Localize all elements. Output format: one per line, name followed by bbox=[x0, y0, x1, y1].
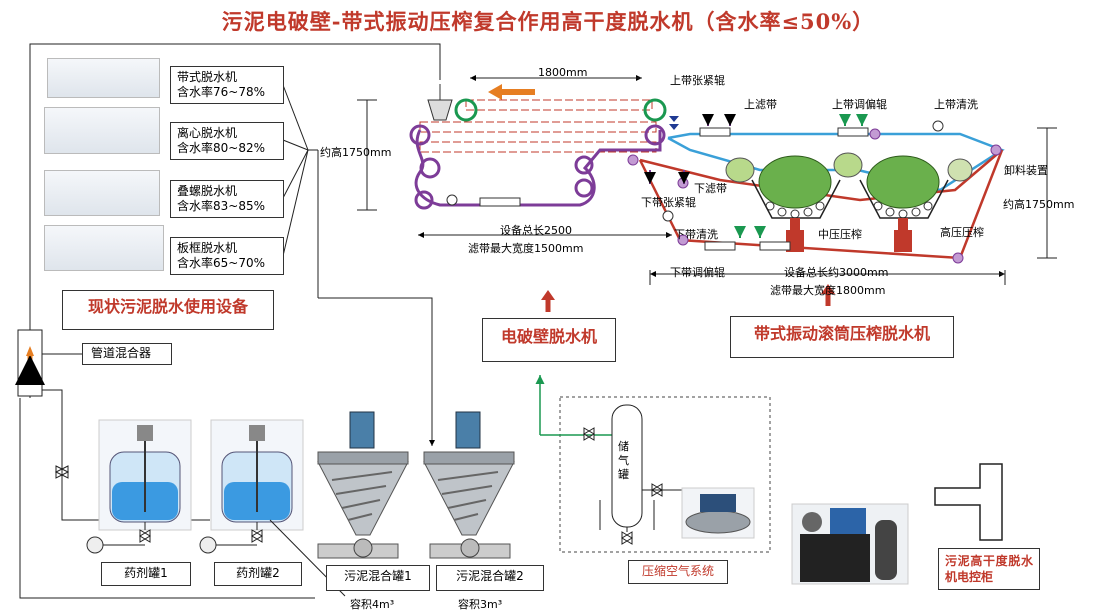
equipment-screw-press: 叠螺脱水机 含水率83~85% bbox=[170, 180, 284, 218]
lower-belt-label: 下滤带 bbox=[694, 182, 727, 195]
sludge-mix-tank-2-volume: 容积3m³ bbox=[458, 598, 503, 611]
existing-equipment-heading: 现状污泥脱水使用设备 bbox=[62, 290, 274, 330]
air-system-label: 压缩空气系统 bbox=[628, 560, 728, 584]
air-compressor-icon bbox=[681, 487, 755, 539]
press-height-label: 约高1750mm bbox=[1003, 198, 1075, 211]
agent-tank-2-icon bbox=[199, 419, 346, 597]
sludge-mix-tank-1-volume: 容积4m³ bbox=[350, 598, 395, 611]
sludge-mix-tank-1-label: 污泥混合罐1 bbox=[326, 565, 430, 591]
lower-align-roller-label: 下带调偏辊 bbox=[670, 266, 725, 279]
lower-wash-label: 下带清洗 bbox=[674, 228, 718, 241]
sludge-mix-tank-1-icon bbox=[317, 411, 409, 559]
agent-tank-1-icon bbox=[86, 419, 192, 554]
upper-tension-roller-label: 上带张紧辊 bbox=[670, 74, 725, 87]
screw-press-thumbnail bbox=[44, 170, 160, 216]
air-system bbox=[535, 375, 771, 553]
pipeline-mixer-icon bbox=[14, 329, 82, 397]
page-title: 污泥电破壁-带式振动压榨复合作用高干度脱水机（含水率≤50%） bbox=[221, 9, 875, 34]
press-belt-width-label: 滤带最大宽度1800mm bbox=[770, 284, 886, 297]
pipeline-mixer-label: 管道混合器 bbox=[82, 343, 172, 365]
upper-align-roller-label: 上带调偏辊 bbox=[832, 98, 887, 111]
upper-belt-label: 上滤带 bbox=[744, 98, 777, 111]
control-cabinet-icon bbox=[934, 463, 1003, 541]
electro-top-length: 1800mm bbox=[538, 66, 588, 79]
electro-total-length: 设备总长2500 bbox=[500, 224, 572, 237]
equipment-centrifuge: 离心脱水机 含水率80~82% bbox=[170, 122, 284, 160]
lower-tension-roller-label: 下带张紧辊 bbox=[641, 196, 696, 209]
equipment-plate-press: 板框脱水机 含水率65~70% bbox=[170, 237, 284, 275]
belt-press-thumbnail bbox=[47, 58, 160, 98]
check-valve-icon bbox=[54, 465, 70, 479]
agent-tank-1-label: 药剂罐1 bbox=[101, 562, 191, 586]
press-machine-label: 带式振动滚筒压榨脱水机 bbox=[730, 316, 954, 358]
electro-dewatering-machine bbox=[357, 75, 672, 312]
air-tank-label: 储气罐 bbox=[618, 440, 629, 481]
electro-height: 约高1750mm bbox=[320, 146, 392, 159]
agent-tank-2-label: 药剂罐2 bbox=[214, 562, 302, 586]
electro-belt-width: 滤带最大宽度1500mm bbox=[468, 242, 584, 255]
control-cabinet-label: 污泥高干度脱水机电控柜 bbox=[938, 548, 1040, 590]
hydraulic-station-icon bbox=[791, 503, 909, 585]
mid-press-label: 中压压榨 bbox=[818, 228, 862, 241]
upper-wash-label: 上带清洗 bbox=[934, 98, 978, 111]
centrifuge-thumbnail bbox=[44, 107, 160, 154]
high-press-label: 高压压榨 bbox=[940, 226, 984, 239]
sludge-mix-tank-2-label: 污泥混合罐2 bbox=[436, 565, 544, 591]
plate-press-thumbnail bbox=[44, 225, 164, 271]
belt-roller-press-machine bbox=[627, 114, 1057, 306]
sludge-mix-tank-2-icon bbox=[423, 411, 515, 559]
equipment-connectors bbox=[282, 84, 319, 298]
equipment-belt-press: 带式脱水机 含水率76~78% bbox=[170, 66, 284, 104]
electro-machine-label: 电破壁脱水机 bbox=[482, 318, 616, 362]
press-total-length-label: 设备总长约3000mm bbox=[784, 266, 889, 279]
discharge-device-label: 卸料装置 bbox=[1004, 164, 1048, 177]
